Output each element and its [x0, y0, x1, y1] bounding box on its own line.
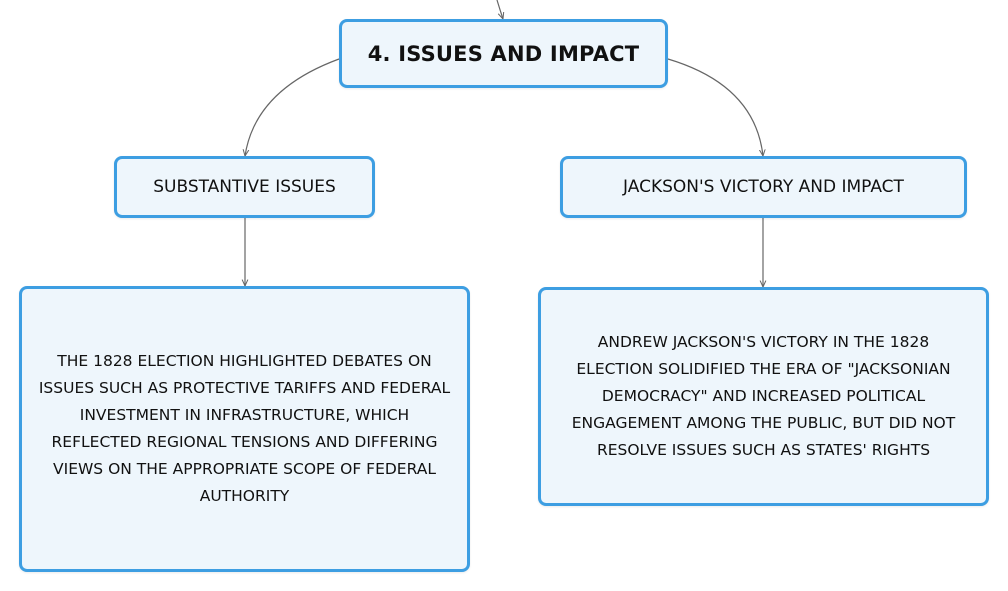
- node-jacksons-victory-and-impact[interactable]: JACKSON'S VICTORY AND IMPACT: [560, 156, 967, 218]
- connector-root-to-jacksons-victory: [667, 58, 763, 156]
- connector-parent-to-root: [496, 0, 503, 19]
- node-jacksons-victory-label: JACKSON'S VICTORY AND IMPACT: [623, 177, 904, 197]
- connector-root-to-substantive-issues: [245, 58, 340, 156]
- node-substantive-issues-detail[interactable]: THE 1828 ELECTION HIGHLIGHTED DEBATES ON…: [19, 286, 470, 572]
- node-substantive-issues[interactable]: SUBSTANTIVE ISSUES: [114, 156, 375, 218]
- root-node-issues-and-impact[interactable]: 4. ISSUES AND IMPACT: [339, 19, 668, 88]
- node-substantive-issues-label: SUBSTANTIVE ISSUES: [153, 177, 336, 197]
- root-node-label: 4. ISSUES AND IMPACT: [367, 41, 640, 66]
- jacksons-victory-detail-text: ANDREW JACKSON'S VICTORY IN THE 1828 ELE…: [571, 333, 956, 459]
- substantive-issues-detail-text: THE 1828 ELECTION HIGHLIGHTED DEBATES ON…: [38, 352, 451, 505]
- node-jacksons-victory-detail[interactable]: ANDREW JACKSON'S VICTORY IN THE 1828 ELE…: [538, 287, 989, 506]
